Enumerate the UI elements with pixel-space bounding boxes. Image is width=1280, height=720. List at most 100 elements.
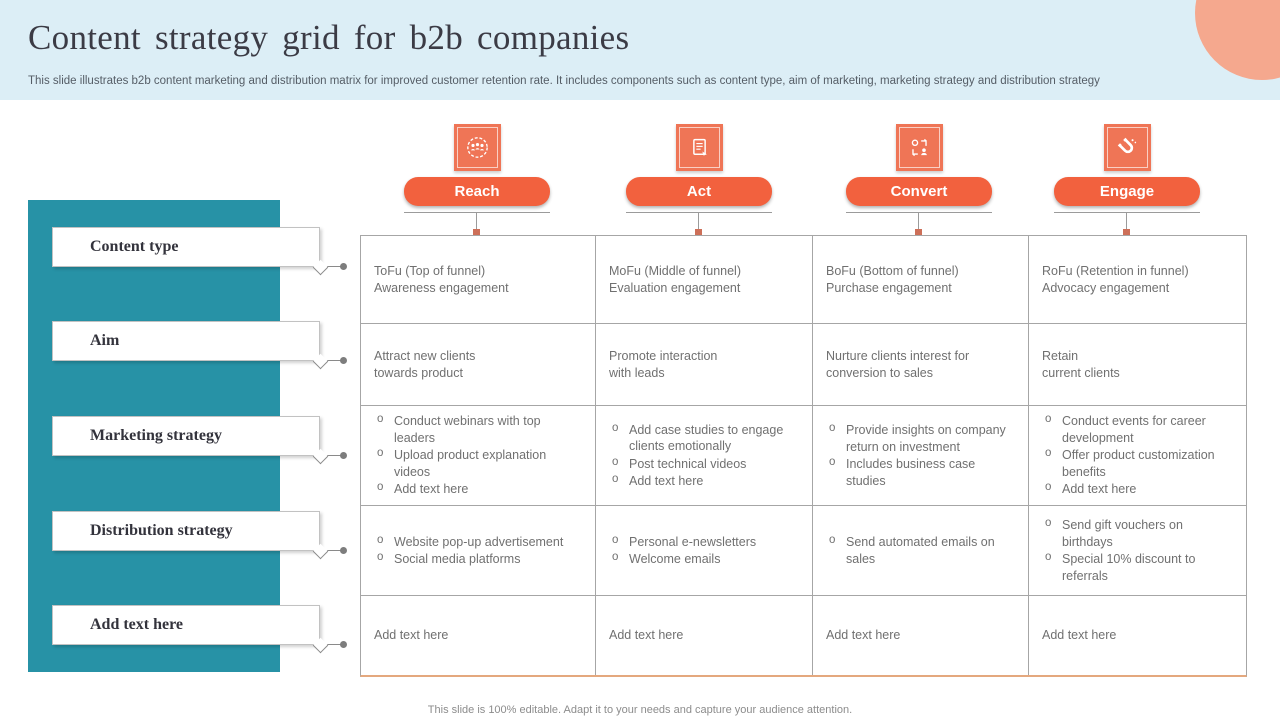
cell-content-type-reach[interactable]: ToFu (Top of funnel) Awareness engagemen… [361, 236, 596, 324]
cell-aim-engage[interactable]: Retain current clients [1029, 324, 1246, 406]
stage-connector-line [918, 213, 919, 235]
bullet-item: Send automated emails on sales [826, 533, 1016, 567]
bullet-list: Add case studies to engage clients emoti… [609, 421, 800, 491]
cell-distribution-act[interactable]: Personal e-newsletters Welcome emails [596, 506, 813, 596]
bullet-item: Personal e-newsletters [609, 533, 800, 551]
label-connector-line [319, 644, 344, 645]
stage-connector-marker [473, 229, 480, 236]
cell-placeholder-act[interactable]: Add text here [596, 596, 813, 675]
bullet-item: Add text here [1042, 480, 1234, 498]
audience-icon [453, 124, 501, 171]
bullet-list: Provide insights on company return on in… [826, 421, 1016, 490]
label-connector-dot [340, 452, 347, 459]
stage-underline [1054, 212, 1200, 213]
bullet-item: Add case studies to engage clients emoti… [609, 421, 800, 455]
audience-icon-frame [456, 127, 498, 168]
bullet-item: Website pop-up advertisement [374, 533, 583, 551]
bullet-list: Send automated emails on sales [826, 533, 1016, 568]
bullet-item: Offer product customization benefits [1042, 446, 1234, 480]
header-band: Content strategy grid for b2b companies … [0, 0, 1280, 100]
bullet-item: Upload product explanation videos [374, 446, 583, 480]
cell-content-type-engage[interactable]: RoFu (Retention in funnel) Advocacy enga… [1029, 236, 1246, 324]
row-label-add-text[interactable]: Add text here [52, 605, 347, 654]
cell-text: RoFu (Retention in funnel) [1042, 264, 1189, 278]
cell-text: Nurture clients interest for [826, 349, 970, 363]
bullet-item: Welcome emails [609, 550, 800, 568]
cell-marketing-act[interactable]: Add case studies to engage clients emoti… [596, 406, 813, 506]
bullet-item: Send gift vouchers on birthdays [1042, 516, 1234, 550]
cell-distribution-engage[interactable]: Send gift vouchers on birthdays Special … [1029, 506, 1246, 596]
cell-placeholder-convert[interactable]: Add text here [813, 596, 1029, 675]
bullet-item: Social media platforms [374, 550, 583, 568]
bullet-item: Conduct events for career development [1042, 412, 1234, 446]
cell-marketing-reach[interactable]: Conduct webinars with top leaders Upload… [361, 406, 596, 506]
stage-button-engage[interactable]: Engage [1054, 177, 1200, 206]
document-icon [675, 124, 723, 171]
cell-text: Add text here [826, 628, 901, 643]
bullet-list: Conduct webinars with top leaders Upload… [374, 412, 583, 499]
row-label-aim[interactable]: Aim [52, 321, 347, 370]
cell-placeholder-reach[interactable]: Add text here [361, 596, 596, 675]
cell-text: towards product [374, 365, 463, 380]
row-label-text: Distribution strategy [90, 522, 233, 539]
bullet-item: Add text here [609, 472, 800, 490]
stage-button-convert[interactable]: Convert [846, 177, 992, 206]
stage-underline [846, 212, 992, 213]
cell-text: Attract new clients [374, 349, 476, 363]
stage-convert: Convert [846, 124, 992, 236]
label-connector-dot [340, 357, 347, 364]
cell-aim-convert[interactable]: Nurture clients interest for conversion … [813, 324, 1029, 406]
stage-reach: Reach [404, 124, 550, 236]
bullet-list: Website pop-up advertisement Social medi… [374, 533, 583, 569]
cell-text: Advocacy engagement [1042, 280, 1170, 295]
label-connector-line [319, 550, 344, 551]
stage-connector-line [476, 213, 477, 235]
cell-marketing-convert[interactable]: Provide insights on company return on in… [813, 406, 1029, 506]
label-connector-dot [340, 641, 347, 648]
cell-aim-act[interactable]: Promote interaction with leads [596, 324, 813, 406]
row-label-distribution-strategy[interactable]: Distribution strategy [52, 511, 347, 560]
stage-act: Act [626, 124, 772, 236]
stage-button-act[interactable]: Act [626, 177, 772, 206]
cell-content-type-convert[interactable]: BoFu (Bottom of funnel) Purchase engagem… [813, 236, 1029, 324]
row-label-text: Aim [90, 332, 120, 349]
row-label-content-type[interactable]: Content type [52, 227, 347, 276]
stage-connector-line [698, 213, 699, 235]
cell-text: with leads [609, 365, 665, 380]
cell-text: conversion to sales [826, 365, 934, 380]
cell-distribution-reach[interactable]: Website pop-up advertisement Social medi… [361, 506, 596, 596]
cell-text: Add text here [374, 628, 449, 643]
cell-marketing-engage[interactable]: Conduct events for career development Of… [1029, 406, 1246, 506]
stage-connector-marker [915, 229, 922, 236]
cell-text: BoFu (Bottom of funnel) [826, 264, 959, 278]
label-connector-dot [340, 547, 347, 554]
row-label-text: Content type [90, 238, 179, 255]
bullet-item: Conduct webinars with top leaders [374, 412, 583, 446]
stage-underline [626, 212, 772, 213]
page-subtitle: This slide illustrates b2b content marke… [28, 75, 1100, 87]
page-title: Content strategy grid for b2b companies [28, 18, 630, 57]
cell-distribution-convert[interactable]: Send automated emails on sales [813, 506, 1029, 596]
cell-text: MoFu (Middle of funnel) [609, 264, 742, 278]
stage-button-reach[interactable]: Reach [404, 177, 550, 206]
stage-engage: Engage [1054, 124, 1200, 236]
stage-underline [404, 212, 550, 213]
row-label-text: Marketing strategy [90, 427, 222, 444]
label-connector-line [319, 360, 344, 361]
bullet-item: Special 10% discount to referrals [1042, 550, 1234, 584]
bullet-item: Post technical videos [609, 455, 800, 473]
cell-text: Add text here [1042, 628, 1117, 643]
cell-aim-reach[interactable]: Attract new clients towards product [361, 324, 596, 406]
bullet-item: Includes business case studies [826, 455, 1016, 489]
row-label-marketing-strategy[interactable]: Marketing strategy [52, 416, 347, 465]
row-label-text: Add text here [90, 616, 184, 633]
cell-text: Promote interaction [609, 349, 718, 363]
cell-text: Add text here [609, 628, 684, 643]
cell-placeholder-engage[interactable]: Add text here [1029, 596, 1246, 675]
cell-text: ToFu (Top of funnel) [374, 264, 486, 278]
magnet-icon-frame [1106, 127, 1148, 168]
bullet-list: Personal e-newsletters Welcome emails [609, 533, 800, 569]
label-connector-line [319, 266, 344, 267]
cell-content-type-act[interactable]: MoFu (Middle of funnel) Evaluation engag… [596, 236, 813, 324]
conversion-icon-frame [898, 127, 940, 168]
